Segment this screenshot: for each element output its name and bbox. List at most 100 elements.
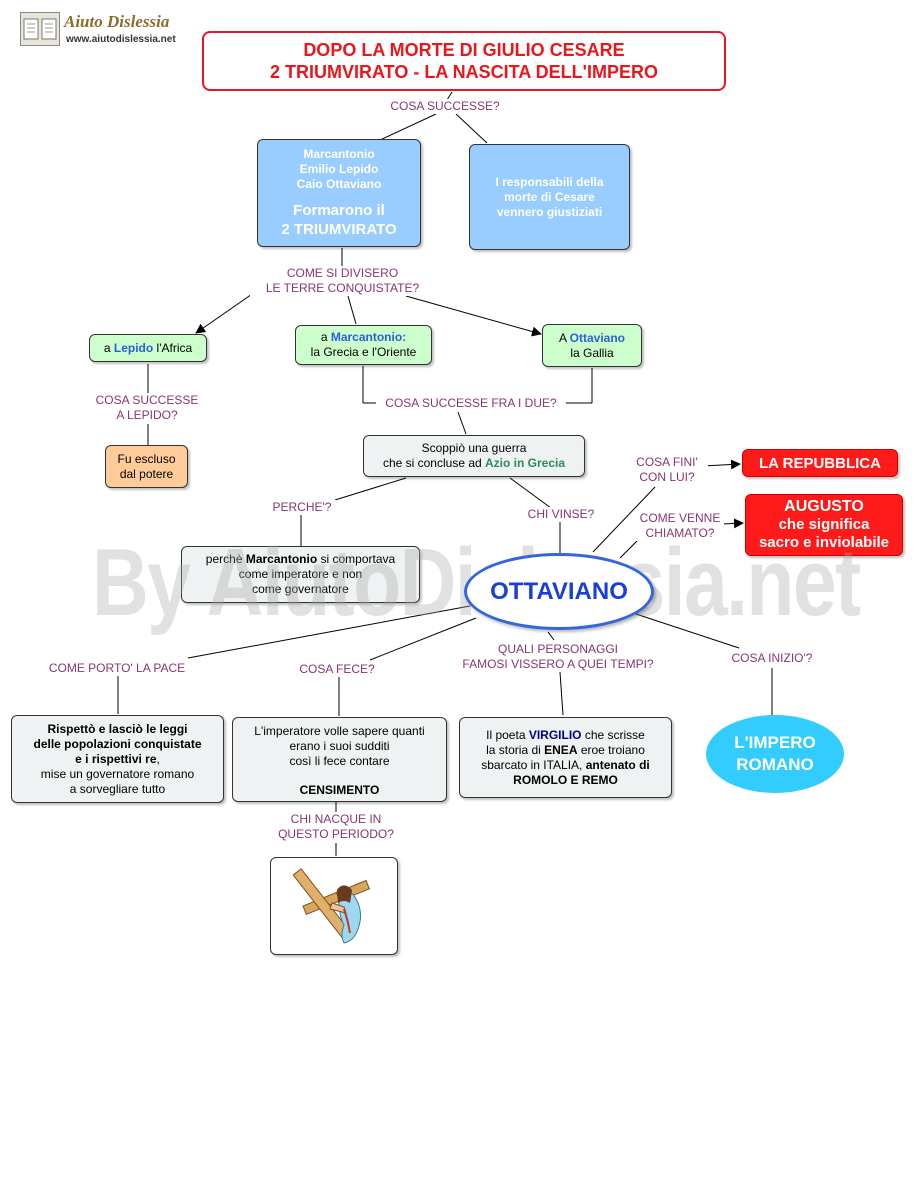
censimento-line-3: così li fece contare — [289, 754, 390, 768]
perche-line-3: come governatore — [252, 582, 349, 596]
ottaviano-gallia-line-1: A Ottaviano — [559, 331, 625, 346]
link-come-si-divisero: COME SI DIVISERO LE TERRE CONQUISTATE? — [250, 266, 435, 296]
impero-line-2: ROMANO — [736, 755, 814, 774]
link-cosa-successe-lepido-line-1: COSA SUCCESSE — [95, 393, 199, 407]
link-come-si-divisero-line-1: COME SI DIVISERO — [286, 266, 399, 280]
lepido-name: Lepido — [113, 340, 154, 355]
pace-line-3-comma: , — [156, 751, 160, 766]
node-lepido-africa: a Lepido l'Africa — [89, 334, 207, 362]
triumviro-2: Emilio Lepido — [299, 162, 379, 176]
pace-line-2: delle popolazioni conquistate — [33, 736, 202, 751]
node-virgilio: Il poeta VIRGILIO che scrisse la storia … — [459, 717, 672, 798]
link-quali-personaggi-line-1: QUALI PERSONAGGI — [497, 642, 619, 656]
node-augusto: AUGUSTO che significa sacro e inviolabil… — [745, 494, 903, 556]
perche-line-1: perchè Marcantonio si comportava — [206, 552, 395, 567]
link-come-porto-la-pace: COME PORTO' LA PACE — [43, 661, 191, 676]
guerra-line-2-pre: che si concluse ad — [382, 456, 486, 470]
node-guerra: Scoppiò una guerra che si concluse ad Az… — [363, 435, 585, 477]
marcantonio-pre: a — [320, 330, 331, 344]
title-line-2: 2 TRIUMVIRATO - LA NASCITA DELL'IMPERO — [270, 62, 658, 82]
virgilio-enea: ENEA — [544, 742, 578, 757]
link-chi-nacque-line-1: CHI NACQUE IN — [290, 812, 382, 826]
link-come-venne-line-1: COME VENNE — [639, 511, 721, 525]
pace-line-3: e i rispettivi re, — [75, 752, 160, 767]
responsabili-line-3: vennero giustiziati — [496, 204, 603, 219]
link-cosa-successe-lepido-line-2: A LEPIDO? — [116, 408, 178, 422]
logo-book-icon — [20, 12, 60, 46]
node-responsabili: I responsabili della morte di Cesare ven… — [469, 144, 630, 250]
page-title: DOPO LA MORTE DI GIULIO CESARE 2 TRIUMVI… — [202, 31, 726, 91]
virgilio-name: VIRGILIO — [528, 727, 582, 742]
marcantonio-line-2: la Grecia e l'Oriente — [310, 345, 417, 359]
node-escluso: Fu escluso dal potere — [105, 445, 188, 488]
virgilio-antenato: antenato di — [585, 757, 650, 772]
augusto-line-3: sacro e inviolabile — [758, 534, 890, 551]
marcantonio-name: Marcantonio: — [330, 330, 407, 344]
augusto-line-1: AUGUSTO — [784, 498, 864, 515]
escluso-line-1: Fu escluso — [117, 451, 176, 466]
link-cosa-fini-line-2: CON LUI? — [639, 470, 695, 484]
pace-line-4: mise un governatore romano — [40, 766, 195, 781]
node-ottaviano-central: OTTAVIANO — [464, 553, 654, 630]
ottaviano-gallia-pre: A — [558, 330, 570, 345]
virgilio-l2-pre: la storia di — [486, 742, 545, 757]
link-chi-nacque-line-2: QUESTO PERIODO? — [278, 827, 394, 841]
triumviro-3: Caio Ottaviano — [296, 177, 382, 191]
triumviri-2-triumvirato: 2 TRIUMVIRATO — [281, 221, 397, 238]
link-come-si-divisero-line-2: LE TERRE CONQUISTATE? — [265, 281, 420, 295]
ottaviano-gallia-name: Ottaviano — [569, 330, 626, 345]
censimento-line-2: erano i suoi sudditi — [289, 739, 390, 753]
link-come-venne-line-2: CHIAMATO? — [645, 526, 715, 540]
censimento-line-1: L'imperatore volle sapere quanti — [254, 724, 425, 738]
link-come-venne-chiamato: COME VENNE CHIAMATO? — [636, 511, 724, 541]
link-cosa-inizio: COSA INIZIO'? — [722, 651, 822, 666]
pace-line-5: a sorvegliare tutto — [69, 781, 166, 796]
title-line-1: DOPO LA MORTE DI GIULIO CESARE — [303, 40, 625, 60]
node-repubblica: LA REPUBBLICA — [742, 449, 898, 477]
marcantonio-line-1: a Marcantonio: — [321, 330, 406, 345]
augusto-line-2: che significa — [778, 516, 870, 533]
virgilio-line-4: ROMOLO E REMO — [513, 772, 618, 787]
lepido-post: l'Africa — [153, 340, 193, 355]
virgilio-l2-post: eroe troiano — [577, 742, 645, 757]
logo-name: Aiuto Dislessia — [64, 12, 170, 31]
link-quali-personaggi-line-2: FAMOSI VISSERO A QUEI TEMPI? — [462, 657, 654, 671]
node-ottaviano-gallia: A Ottaviano la Gallia — [542, 324, 642, 367]
link-cosa-successe-lepido: COSA SUCCESSE A LEPIDO? — [86, 393, 208, 423]
link-cosa-fini: COSA FINI' CON LUI? — [626, 455, 708, 485]
virgilio-line-1: Il poeta VIRGILIO che scrisse — [486, 728, 645, 743]
link-chi-nacque: CHI NACQUE IN QUESTO PERIODO? — [275, 812, 397, 842]
link-cosa-successe-fra-i-due: COSA SUCCESSE FRA I DUE? — [376, 396, 566, 411]
responsabili-line-1: I responsabili della — [495, 174, 604, 189]
logo-url: www.aiutodislessia.net — [66, 34, 176, 45]
triumviri-formarono: Formarono il — [293, 202, 385, 219]
node-picture — [270, 857, 398, 955]
node-pace: Rispettò e lasciò le leggi delle popolaz… — [11, 715, 224, 803]
lepido-africa-text: a Lepido l'Africa — [104, 341, 192, 356]
responsabili-line-2: morte di Cesare — [504, 189, 595, 204]
pace-line-1: Rispettò e lasciò le leggi — [47, 721, 188, 736]
perche-pre: perchè — [205, 552, 246, 566]
virgilio-line-2: la storia di ENEA eroe troiano — [486, 743, 645, 758]
censimento-line-4: CENSIMENTO — [299, 783, 380, 797]
node-marcantonio-grecia: a Marcantonio: la Grecia e l'Oriente — [295, 325, 432, 365]
node-impero-romano: L'IMPERO ROMANO — [706, 715, 844, 793]
virgilio-l1-pre: Il poeta — [486, 727, 529, 742]
perche-marcantonio: Marcantonio — [245, 552, 318, 566]
virgilio-l1-post: che scrisse — [581, 727, 645, 742]
virgilio-line-3: sbarcato in ITALIA, antenato di — [481, 758, 650, 773]
link-chi-vinse: CHI VINSE? — [520, 507, 602, 522]
lepido-pre: a — [103, 340, 114, 355]
guerra-line-1: Scoppiò una guerra — [421, 441, 527, 455]
perche-post: si comportava — [317, 552, 396, 566]
escluso-line-2: dal potere — [119, 466, 174, 481]
jesus-with-cross-icon — [292, 868, 371, 944]
node-triumviri: Marcantonio Emilio Lepido Caio Ottaviano… — [257, 139, 421, 247]
perche-line-2: come imperatore e non — [238, 567, 363, 581]
node-perche: perchè Marcantonio si comportava come im… — [181, 546, 420, 603]
pace-line-3-bold: e i rispettivi re — [75, 751, 157, 766]
link-cosa-fini-line-1: COSA FINI' — [636, 455, 698, 469]
link-cosa-fece: COSA FECE? — [296, 662, 378, 677]
node-censimento: L'imperatore volle sapere quanti erano i… — [232, 717, 447, 802]
